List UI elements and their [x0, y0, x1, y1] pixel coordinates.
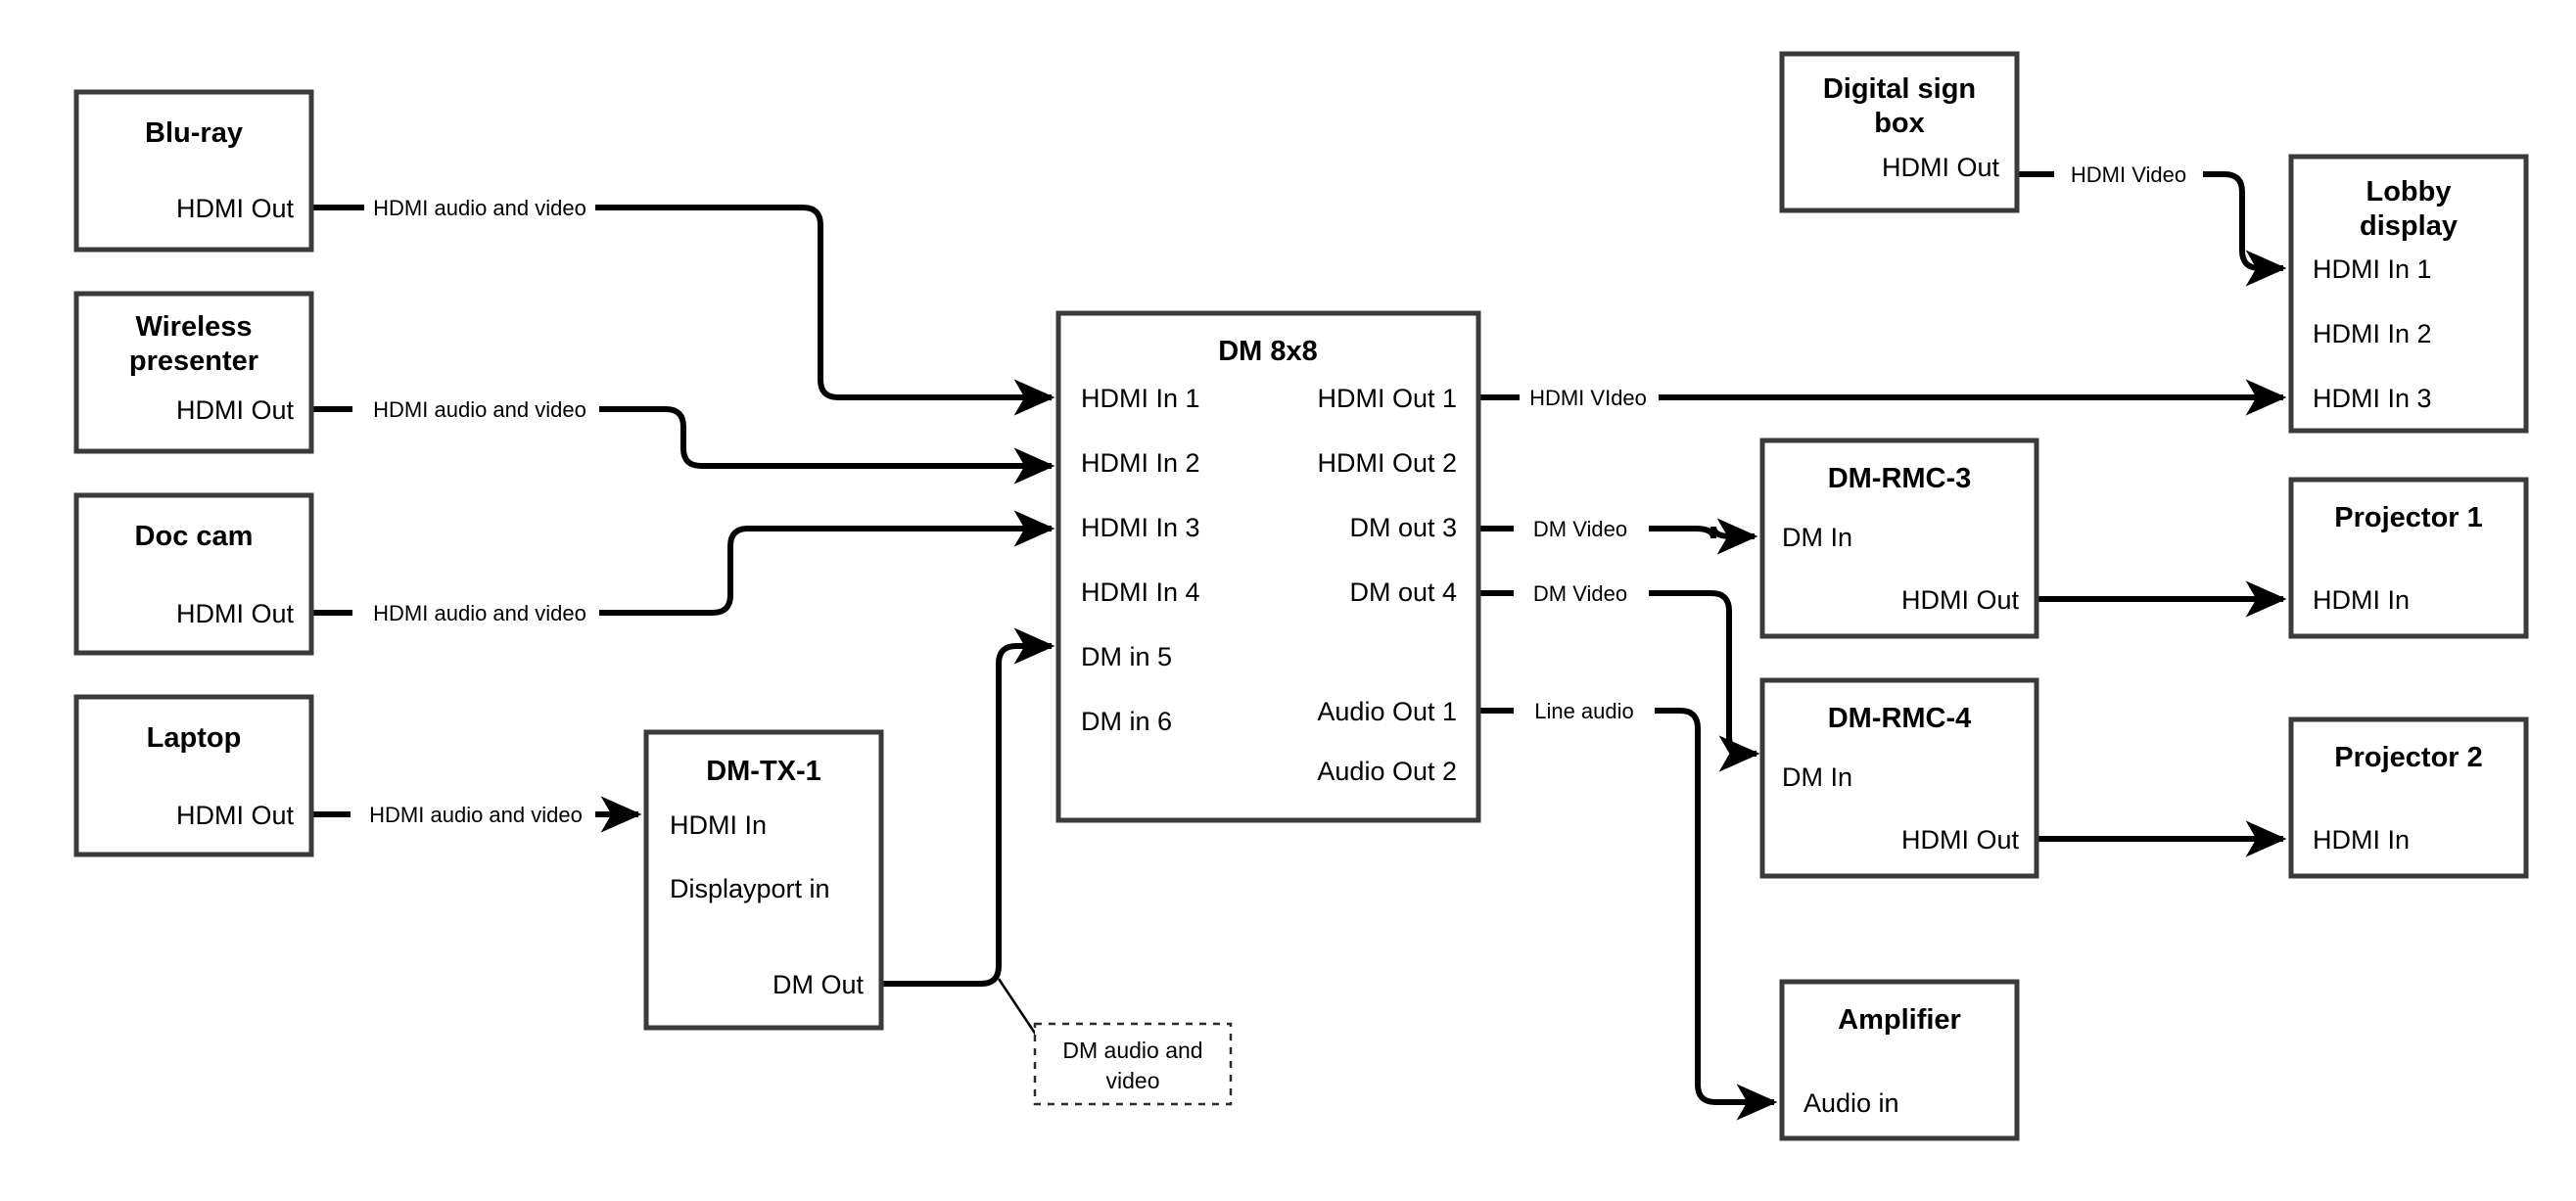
edge-label-bluray-to-dm8x8: HDMI audio and video — [373, 196, 586, 220]
node-projector-2[interactable]: Projector 2 HDMI In — [2288, 716, 2529, 879]
dm-8x8-input-hdmi-in-3: HDMI In 3 — [1081, 513, 1200, 542]
laptop-box[interactable] — [73, 694, 314, 857]
edge-bluray-to-dm8x8 — [311, 205, 1052, 397]
bluray-box[interactable] — [73, 89, 314, 253]
dm-rmc-3-port-dm-in: DM In — [1782, 523, 1852, 552]
node-doc-cam[interactable]: Doc cam HDMI Out — [73, 492, 314, 656]
bluray-title: Blu-ray — [145, 117, 243, 149]
wireless-presenter-title-line1: Wireless — [135, 311, 252, 343]
edge-label-wireless-to-dm8x8: HDMI audio and video — [373, 397, 586, 422]
dm-rmc-4-port-hdmi-out: HDMI Out — [1901, 825, 2020, 855]
edge-wireless-to-dm8x8 — [311, 406, 1052, 466]
doc-cam-box[interactable] — [73, 492, 314, 656]
note-dm-audio-video-line1: DM audio and — [1062, 1038, 1202, 1063]
projector-2-port-hdmi-in: HDMI In — [2313, 825, 2410, 855]
projector-1-box[interactable] — [2288, 477, 2529, 639]
lobby-display-input-hdmi-in-1: HDMI In 1 — [2313, 254, 2432, 284]
node-digital-sign-box[interactable]: Digital sign box HDMI Out — [1779, 51, 2020, 213]
dm-rmc-4-port-dm-in: DM In — [1782, 762, 1852, 792]
edge-dm8x8-out4-to-rmc4 — [1478, 590, 1756, 754]
dm-rmc-4-box[interactable] — [1759, 677, 2039, 879]
note-dm-audio-and-video: DM audio and video — [1033, 1022, 1233, 1106]
amplifier-box[interactable] — [1779, 979, 2020, 1141]
edge-dm8x8-audioout1-to-amp — [1478, 708, 1774, 1102]
edge-label-laptop-to-dmtx1: HDMI audio and video — [369, 803, 583, 827]
digital-sign-box-title-line1: Digital sign — [1823, 73, 1976, 105]
dm-8x8-input-hdmi-in-2: HDMI In 2 — [1081, 448, 1200, 478]
wireless-presenter-title-line2: presenter — [129, 346, 258, 377]
dm-8x8-output-audio-out-2: Audio Out 2 — [1317, 757, 1457, 786]
edge-label-signbox-to-lobby: HDMI Video — [2071, 162, 2186, 187]
edge-label-dm8x8-out4-to-rmc4: DM Video — [1533, 581, 1627, 606]
edge-signbox-to-lobby — [2017, 171, 2283, 268]
lobby-display-title-line1: Lobby — [2366, 176, 2452, 208]
projector-1-port-hdmi-in: HDMI In — [2313, 585, 2410, 615]
dm-rmc-4-title: DM-RMC-4 — [1828, 703, 1972, 734]
laptop-port-hdmi-out: HDMI Out — [176, 801, 295, 830]
dm-8x8-output-dm-out-4: DM out 4 — [1349, 577, 1457, 607]
dm-8x8-title: DM 8x8 — [1218, 336, 1318, 367]
doc-cam-port-hdmi-out: HDMI Out — [176, 599, 295, 628]
wireless-presenter-port-hdmi-out: HDMI Out — [176, 395, 295, 425]
dm-8x8-output-audio-out-1: Audio Out 1 — [1317, 697, 1457, 726]
dm-8x8-output-hdmi-out-2: HDMI Out 2 — [1317, 448, 1457, 478]
digital-sign-box-title-line2: box — [1874, 108, 1925, 139]
lobby-display-title-line2: display — [2360, 210, 2458, 242]
node-dm-8x8[interactable]: DM 8x8 HDMI In 1 HDMI In 2 HDMI In 3 HDM… — [1055, 310, 1481, 823]
node-bluray[interactable]: Blu-ray HDMI Out — [73, 89, 314, 253]
dm-8x8-output-hdmi-out-1: HDMI Out 1 — [1317, 384, 1457, 413]
projector-1-title: Projector 1 — [2334, 502, 2483, 533]
bluray-port-hdmi-out: HDMI Out — [176, 194, 295, 223]
dm-8x8-output-dm-out-3: DM out 3 — [1349, 513, 1457, 542]
lobby-display-box[interactable] — [2288, 154, 2529, 434]
dm-rmc-3-box[interactable] — [1759, 438, 2039, 639]
node-dm-tx-1[interactable]: DM-TX-1 HDMI In Displayport in DM Out — [643, 729, 884, 1031]
node-projector-1[interactable]: Projector 1 HDMI In — [2288, 477, 2529, 639]
edge-label-dm8x8-hdmiout1-to-lobby: HDMI VIdeo — [1529, 386, 1647, 410]
node-dm-rmc-3[interactable]: DM-RMC-3 DM In HDMI Out — [1759, 438, 2039, 639]
dm-tx-1-box[interactable] — [643, 729, 884, 1031]
note-dm-audio-video-box — [1033, 1022, 1233, 1106]
dm-8x8-input-hdmi-in-4: HDMI In 4 — [1081, 577, 1200, 607]
dm-tx-1-port-hdmi-in: HDMI In — [670, 810, 767, 840]
edge-label-dm8x8-audioout1-to-amp: Line audio — [1534, 699, 1634, 723]
projector-2-box[interactable] — [2288, 716, 2529, 879]
dm-8x8-input-hdmi-in-1: HDMI In 1 — [1081, 384, 1200, 413]
dm-rmc-3-title: DM-RMC-3 — [1828, 463, 1972, 494]
lobby-display-input-hdmi-in-2: HDMI In 2 — [2313, 319, 2432, 348]
node-amplifier[interactable]: Amplifier Audio in — [1779, 979, 2020, 1141]
edge-label-dm8x8-out3-to-rmc3: DM Video — [1533, 517, 1627, 541]
lobby-display-input-hdmi-in-3: HDMI In 3 — [2313, 384, 2432, 413]
node-laptop[interactable]: Laptop HDMI Out — [73, 694, 314, 857]
digital-sign-box-port-hdmi-out: HDMI Out — [1882, 153, 2000, 182]
note-dm-audio-video-line2: video — [1106, 1068, 1160, 1093]
edge-doccam-to-dm8x8 — [311, 529, 1052, 616]
dm-tx-1-port-displayport-in: Displayport in — [670, 874, 830, 903]
digital-sign-box-box[interactable] — [1779, 51, 2020, 213]
amplifier-title: Amplifier — [1838, 1004, 1961, 1036]
dm-tx-1-port-dm-out: DM Out — [773, 970, 865, 999]
edge-dmtx1-to-dm8x8 — [881, 627, 1055, 987]
dm-rmc-3-port-hdmi-out: HDMI Out — [1901, 585, 2020, 615]
wireless-presenter-box[interactable] — [73, 291, 314, 454]
amplifier-port-audio-in: Audio in — [1803, 1088, 1899, 1118]
dm-8x8-box[interactable] — [1055, 310, 1481, 823]
node-lobby-display[interactable]: Lobby display HDMI In 1 HDMI In 2 HDMI I… — [2288, 154, 2529, 434]
dm-8x8-input-dm-in-6: DM in 6 — [1081, 707, 1172, 736]
edge-dm8x8-out3-to-rmc3 — [1478, 527, 1755, 538]
dm-8x8-input-dm-in-5: DM in 5 — [1081, 642, 1172, 671]
dm-tx-1-title: DM-TX-1 — [706, 756, 821, 787]
node-dm-rmc-4[interactable]: DM-RMC-4 DM In HDMI Out — [1759, 677, 2039, 879]
laptop-title: Laptop — [147, 722, 242, 754]
doc-cam-title: Doc cam — [135, 521, 254, 552]
node-wireless-presenter[interactable]: Wireless presenter HDMI Out — [73, 291, 314, 454]
edge-label-doccam-to-dm8x8: HDMI audio and video — [373, 601, 586, 625]
projector-2-title: Projector 2 — [2334, 742, 2483, 773]
